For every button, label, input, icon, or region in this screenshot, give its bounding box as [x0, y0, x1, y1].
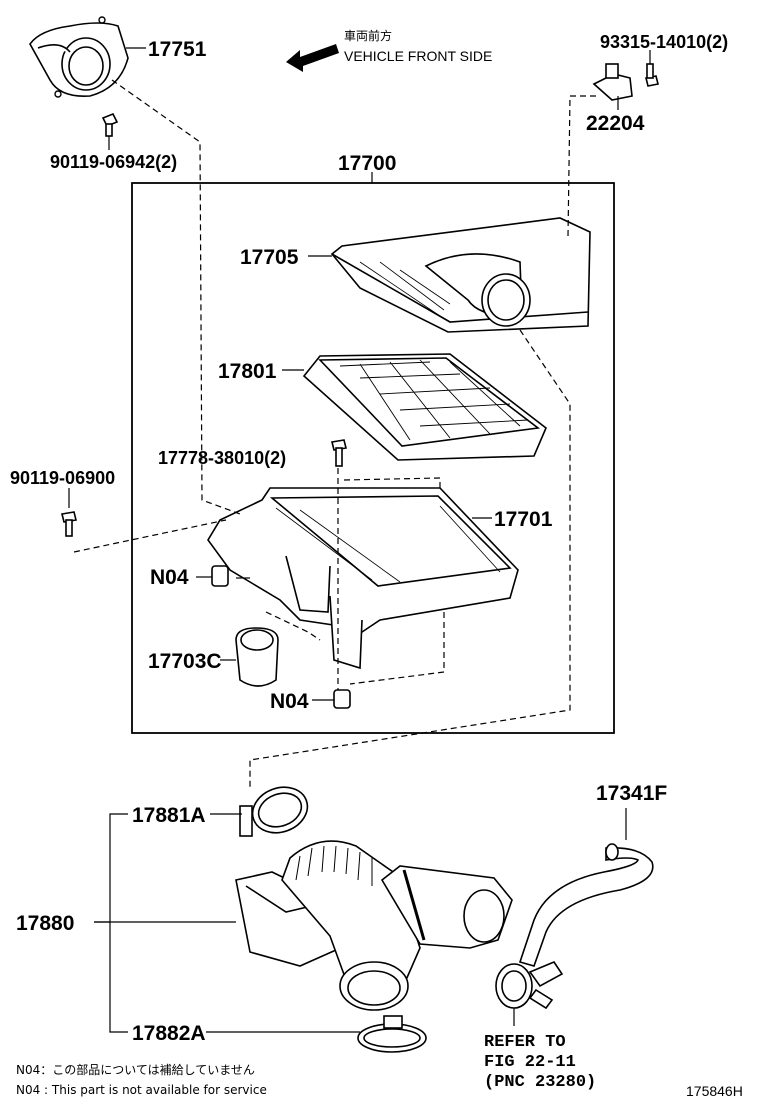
note-jp: N04：この部品については補給していません [16, 1062, 255, 1077]
refer-line-3: (PNC 23280) [484, 1073, 596, 1092]
refer-line-2: FIG 22-11 [484, 1053, 576, 1072]
grommet-N04-lower [312, 689, 351, 709]
label-90119-06900: 90119-06900 [10, 468, 115, 488]
part-17751-intake-flange [29, 16, 146, 98]
grommet-N04-upper [196, 565, 229, 587]
part-17341F-hose [518, 808, 654, 967]
label-93315-14010: 93315-14010(2) [600, 32, 728, 52]
part-17801-filter-element [282, 353, 547, 461]
part-17880-intake-hose [235, 840, 513, 1011]
label-N04-lower: N04 [270, 690, 309, 713]
clamp-17882A [357, 1015, 427, 1053]
figure-id: 175846H [686, 1083, 743, 1099]
label-22204: 22204 [586, 112, 645, 135]
label-17751: 17751 [148, 38, 207, 61]
part-17701-cleaner-case [207, 487, 519, 670]
direction-label-en: VEHICLE FRONT SIDE [344, 48, 492, 64]
label-N04-upper: N04 [150, 566, 189, 589]
label-17881A: 17881A [132, 804, 206, 827]
bolt-90119-06900 [61, 488, 77, 537]
note-en: N04 : This part is not available for ser… [16, 1083, 267, 1097]
clamp-17881A [239, 786, 309, 837]
hose-clamp [495, 961, 564, 1026]
assembly-box-17700 [131, 182, 615, 734]
part-17703C-drain [220, 627, 279, 687]
label-17705: 17705 [240, 246, 299, 269]
refer-line-1: REFER TO [484, 1033, 566, 1052]
label-17700: 17700 [338, 152, 396, 175]
bolt-93315-14010 [645, 50, 659, 87]
label-17701: 17701 [494, 508, 553, 531]
part-17705-cleaner-cap [308, 217, 591, 333]
label-17778-38010: 17778-38010(2) [158, 448, 286, 468]
direction-label-jp: 車両前方 [344, 28, 392, 43]
bolt-17778-38010 [331, 439, 347, 467]
label-17703C: 17703C [148, 650, 222, 673]
label-17341F: 17341F [596, 782, 667, 805]
bolt-90119-06942 [101, 112, 119, 150]
vehicle-front-arrow [286, 44, 339, 72]
label-17801: 17801 [218, 360, 277, 383]
label-17882A: 17882A [132, 1022, 206, 1045]
part-22204-sensor [592, 63, 633, 110]
label-17880: 17880 [16, 912, 74, 935]
label-90119-06942: 90119-06942(2) [50, 152, 177, 172]
